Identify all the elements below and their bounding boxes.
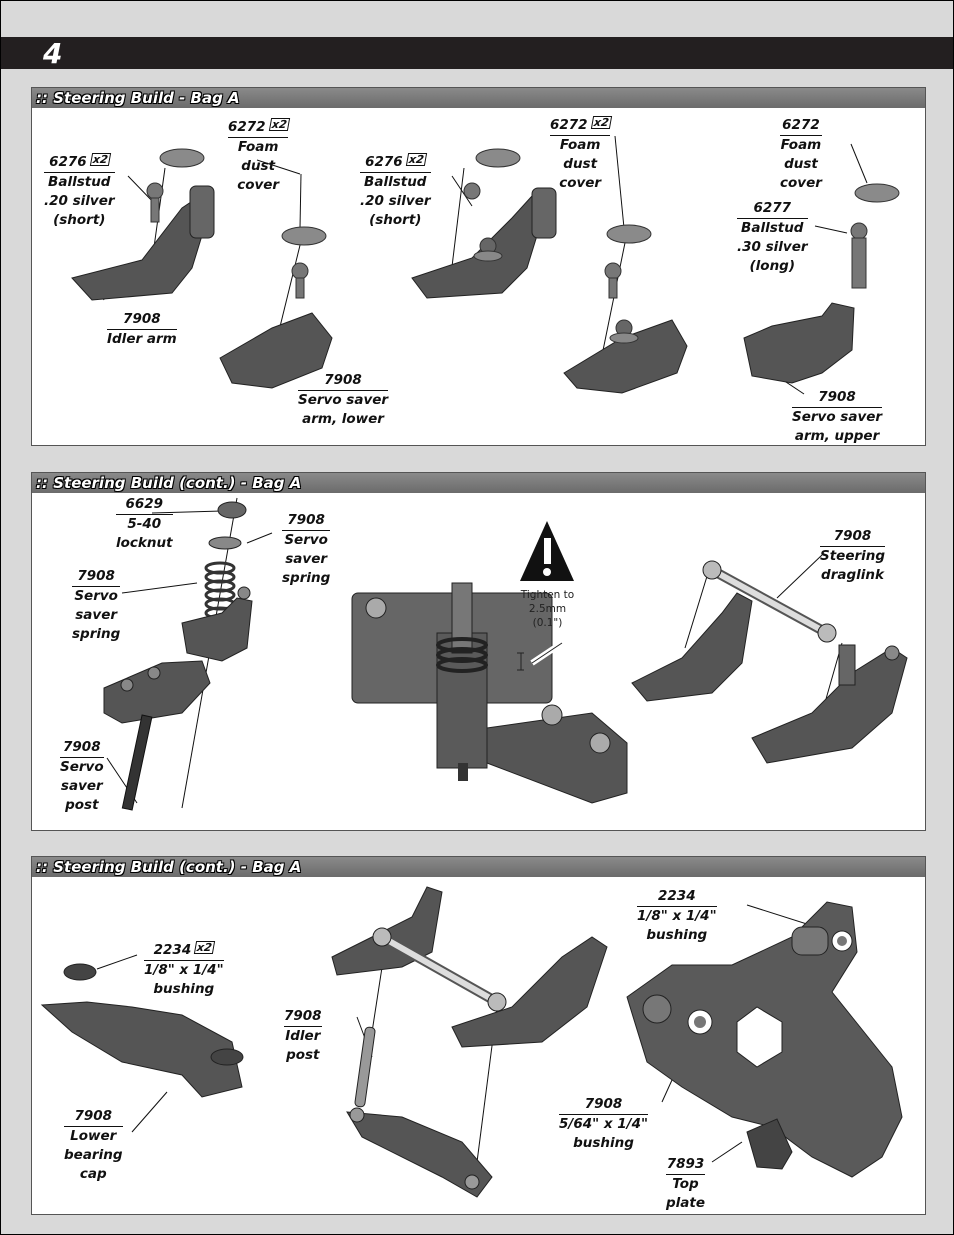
panel-header xyxy=(32,857,925,877)
panel-steering-build-3: :: Steering Build (cont.) - Bag A xyxy=(31,856,926,1215)
steering-assembly-illustration-2 xyxy=(103,497,908,811)
panel-title: :: Steering Build (cont.) - Bag A xyxy=(36,858,302,876)
panel-title: :: Steering Build (cont.) - Bag A xyxy=(36,474,302,492)
panel-header xyxy=(32,473,925,493)
steering-top-plate-illustration-3 xyxy=(40,886,903,1198)
idler-arm xyxy=(71,148,215,301)
steering-parts-illustration-1 xyxy=(71,135,900,395)
step-header-bar xyxy=(1,37,953,69)
panel-title: :: Steering Build - Bag A xyxy=(36,89,240,107)
panel-steering-build-1: :: Steering Build - Bag A xyxy=(31,87,926,446)
panel-steering-build-2: :: Steering Build (cont.) - Bag A xyxy=(31,472,926,831)
panel-header xyxy=(32,88,925,108)
step-number: 4 xyxy=(43,37,63,70)
warning-triangle-icon xyxy=(520,521,574,581)
label-ballstud-long: 6277 Ballstud.30 silver(long) xyxy=(737,200,808,274)
